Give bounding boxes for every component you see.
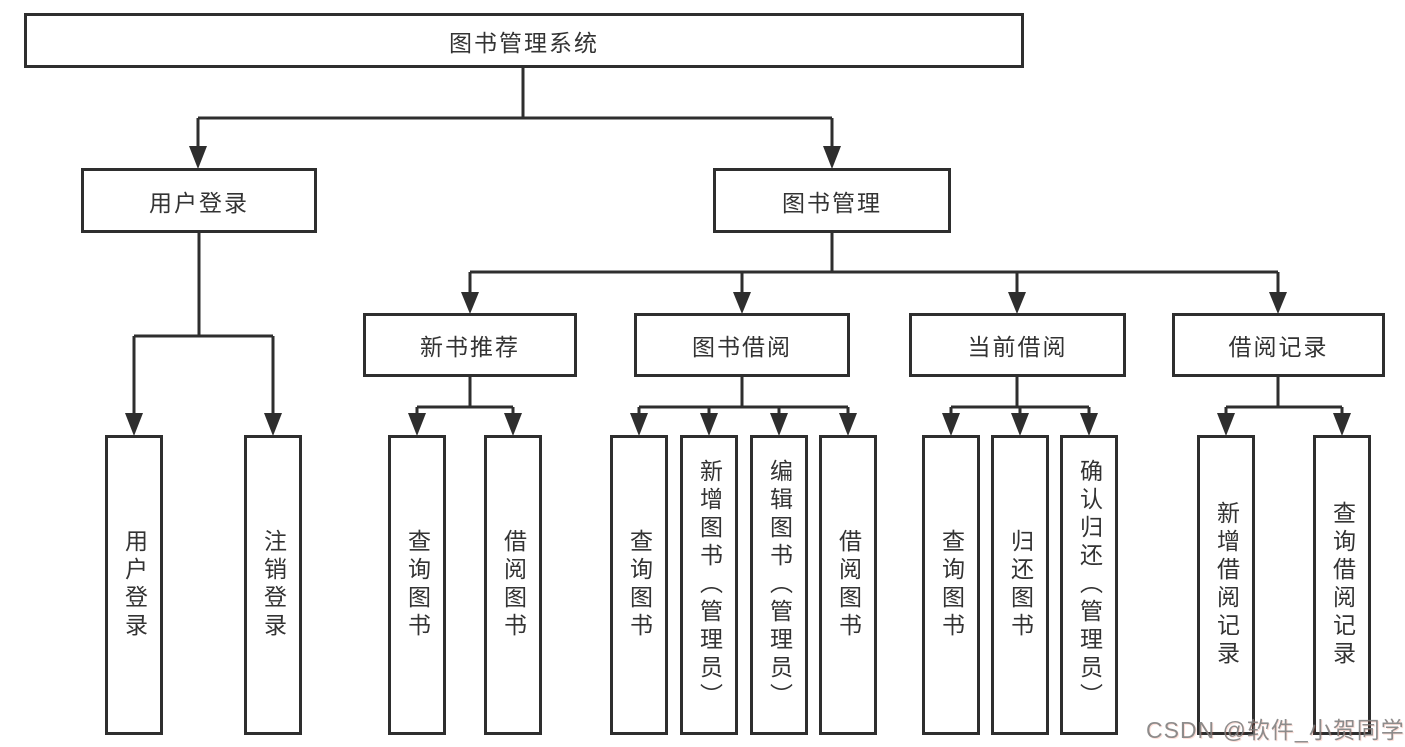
leaf-add-borrow-record: 新增借阅记录 [1197,435,1255,735]
leaf-query-book-current: 查询图书 [922,435,980,735]
leaf-confirm-return-admin: 确认归还（管理员） [1060,435,1118,735]
node-current-borrow: 当前借阅 [909,313,1126,377]
leaf-return-book-label: 归还图书 [1007,529,1034,641]
leaf-add-book-admin: 新增图书（管理员） [680,435,738,735]
csdn-watermark: CSDN @软件_小贺同学 [1146,717,1405,743]
leaf-query-borrow-record-label: 查询借阅记录 [1329,501,1356,669]
leaf-edit-book-admin-label: 编辑图书（管理员） [766,459,793,711]
leaf-logout-label: 注销登录 [260,529,287,641]
leaf-query-book-borrow-label: 查询图书 [626,529,653,641]
leaf-add-book-admin-label: 新增图书（管理员） [696,459,723,711]
leaf-query-book-recommend-label: 查询图书 [404,529,431,641]
leaf-query-borrow-record: 查询借阅记录 [1313,435,1371,735]
leaf-borrow-book-recommend-label: 借阅图书 [500,529,527,641]
leaf-borrow-book-recommend: 借阅图书 [484,435,542,735]
leaf-add-borrow-record-label: 新增借阅记录 [1213,501,1240,669]
leaf-edit-book-admin: 编辑图书（管理员） [750,435,808,735]
leaf-query-book-current-label: 查询图书 [938,529,965,641]
node-book-borrow: 图书借阅 [634,313,850,377]
node-user-login: 用户登录 [81,168,317,233]
leaf-query-book-recommend: 查询图书 [388,435,446,735]
leaf-borrow-book-label: 借阅图书 [835,529,862,641]
leaf-confirm-return-admin-label: 确认归还（管理员） [1076,459,1103,711]
leaf-return-book: 归还图书 [991,435,1049,735]
leaf-query-book-borrow: 查询图书 [610,435,668,735]
node-borrow-records: 借阅记录 [1172,313,1385,377]
node-book-management: 图书管理 [713,168,951,233]
node-library-system: 图书管理系统 [24,13,1024,68]
leaf-user-login-label: 用户登录 [121,529,148,641]
leaf-user-login: 用户登录 [105,435,163,735]
node-new-book-recommend: 新书推荐 [363,313,577,377]
leaf-logout: 注销登录 [244,435,302,735]
leaf-borrow-book: 借阅图书 [819,435,877,735]
